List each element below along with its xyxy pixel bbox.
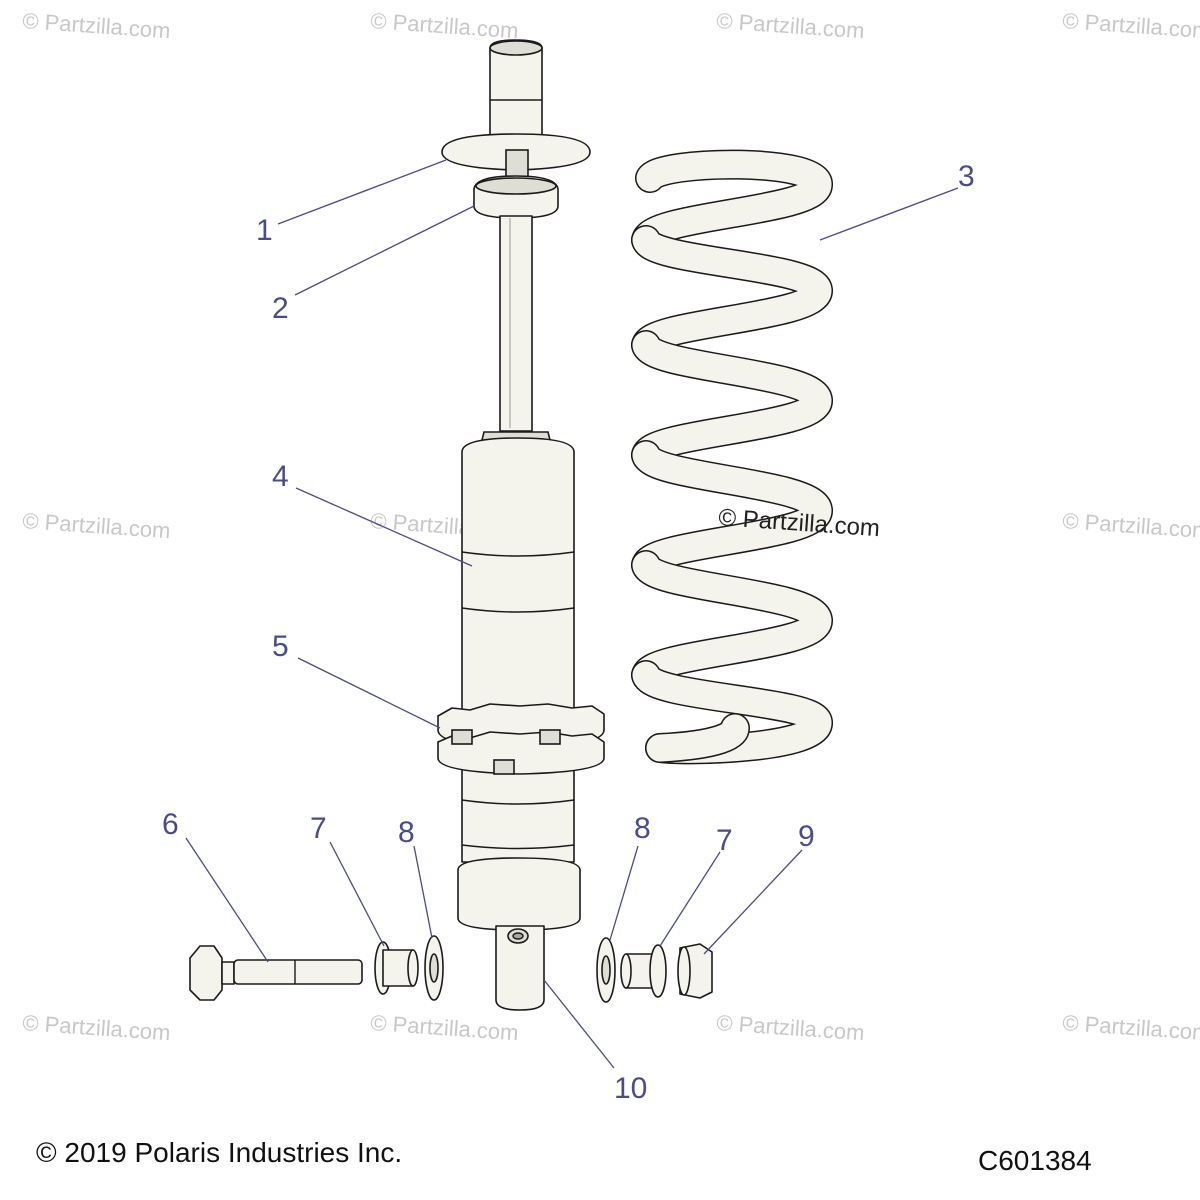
watermark: © Partzilla.com bbox=[1062, 508, 1200, 543]
watermark-layer: © Partzilla.com © Partzilla.com © Partzi… bbox=[22, 8, 1200, 1045]
callout-2[interactable]: 2 bbox=[272, 292, 289, 325]
watermark: © Partzilla.com bbox=[22, 1010, 172, 1045]
mounting-bolt-part bbox=[189, 945, 363, 1001]
callout-10[interactable]: 10 bbox=[614, 1072, 647, 1105]
callout-3[interactable]: 3 bbox=[958, 160, 975, 193]
callout-labels: 1 2 3 4 5 6 7 8 8 7 9 10 bbox=[162, 160, 975, 1105]
bushing-part-left bbox=[374, 941, 419, 995]
copyright-text: © 2019 Polaris Industries Inc. bbox=[36, 1137, 402, 1168]
watermark: © Partzilla.com bbox=[1062, 8, 1200, 43]
watermark: © Partzilla.com bbox=[22, 8, 172, 43]
watermark: © Partzilla.com bbox=[370, 8, 520, 43]
spring-adjuster-nut-part bbox=[437, 703, 605, 775]
callout-7-left[interactable]: 7 bbox=[310, 812, 327, 845]
watermark: © Partzilla.com bbox=[22, 508, 172, 543]
callout-1[interactable]: 1 bbox=[256, 214, 273, 247]
callout-5[interactable]: 5 bbox=[272, 630, 289, 663]
washer-part-right bbox=[596, 937, 616, 1003]
bushing-part-right bbox=[620, 944, 667, 998]
callout-6[interactable]: 6 bbox=[162, 808, 179, 841]
watermark: © Partzilla.com bbox=[716, 1010, 866, 1045]
callout-9[interactable]: 9 bbox=[798, 820, 815, 853]
lock-nut-part bbox=[677, 943, 713, 999]
callout-8-left[interactable]: 8 bbox=[398, 816, 415, 849]
leader-lines bbox=[185, 159, 959, 1069]
watermark: © Partzilla.com bbox=[370, 1010, 520, 1045]
callout-7-right[interactable]: 7 bbox=[716, 824, 733, 857]
washer-part-left bbox=[424, 935, 444, 1001]
watermark: © Partzilla.com bbox=[716, 8, 866, 43]
shock-absorber-part bbox=[441, 39, 591, 1011]
watermark: © Partzilla.com bbox=[1062, 1010, 1200, 1045]
diagram-code: C601384 bbox=[978, 1145, 1092, 1176]
callout-8-right[interactable]: 8 bbox=[634, 812, 651, 845]
coil-spring-part bbox=[631, 149, 833, 765]
callout-4[interactable]: 4 bbox=[272, 460, 289, 493]
